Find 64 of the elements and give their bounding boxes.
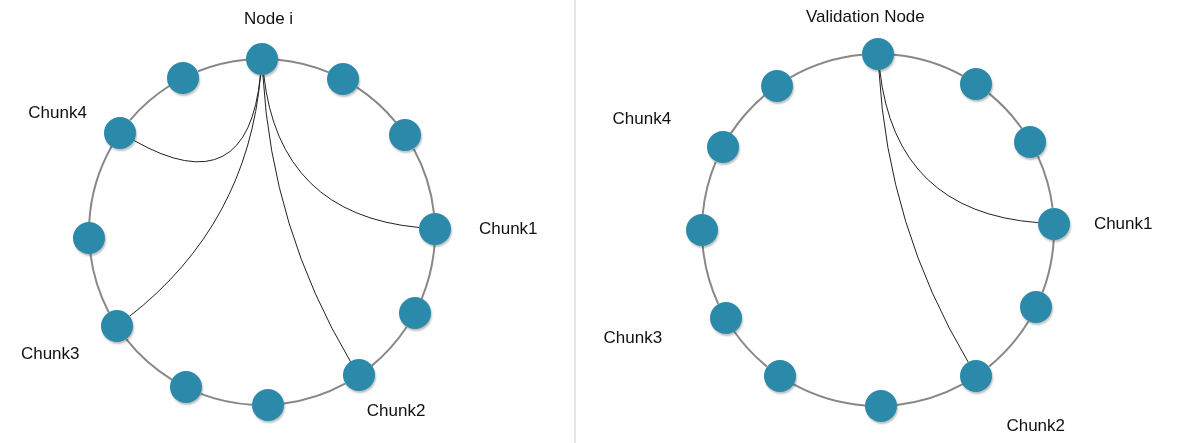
node-circle: [1037, 207, 1070, 240]
ring-arc: [277, 58, 330, 74]
ring-arc: [129, 84, 171, 122]
ring-arc: [988, 92, 1023, 130]
ring-arc: [733, 330, 768, 368]
ring-arc: [1036, 155, 1054, 209]
ring-arc: [412, 147, 435, 214]
node-circle: [342, 359, 375, 392]
node-label: Chunk4: [28, 102, 87, 123]
ring-arc: [789, 53, 863, 79]
node-circle: [960, 359, 993, 392]
ring-arc: [729, 94, 766, 135]
node-circle: [960, 68, 993, 101]
node-circle: [170, 371, 203, 404]
ring-arc: [988, 320, 1030, 368]
node-circle: [865, 389, 898, 422]
connection-curve: [129, 74, 262, 317]
node-label: Validation Node: [806, 7, 925, 27]
connection-curve: [262, 74, 352, 363]
node-circle: [252, 388, 285, 421]
node-circle: [73, 222, 106, 255]
ring-arc: [896, 383, 964, 406]
ring-arc: [1041, 238, 1055, 294]
connection-curve: [133, 74, 261, 163]
ring-arc: [792, 383, 867, 407]
ring-arc: [283, 382, 347, 405]
node-label: Chunk1: [478, 218, 538, 239]
node-circle: [418, 212, 451, 245]
node-circle: [763, 359, 796, 392]
node-circle: [389, 119, 422, 152]
connection-curve: [263, 74, 420, 228]
node-circle: [862, 38, 894, 70]
node-circle: [104, 116, 137, 149]
node-circle: [706, 131, 739, 164]
ring-arc: [89, 253, 110, 314]
connection-curve: [879, 69, 1039, 224]
node-label: Chunk2: [366, 401, 426, 422]
ring-arc: [420, 243, 436, 300]
node-circle: [1014, 126, 1047, 158]
ring-arc: [199, 392, 254, 406]
ring-arc: [125, 338, 174, 381]
ring-arc: [893, 53, 964, 77]
node-label: Chunk3: [20, 344, 80, 365]
ring-arc: [701, 245, 720, 305]
node-label: Node i: [244, 9, 294, 29]
connection-curve: [878, 69, 969, 363]
ring-arc: [370, 326, 408, 367]
node-circle: [398, 297, 431, 330]
node-circle: [709, 302, 742, 334]
node-label: Chunk3: [603, 328, 663, 348]
node-label: Chunk4: [612, 109, 672, 130]
node-circle: [246, 43, 278, 75]
ring-arc: [88, 145, 113, 224]
node-circle: [761, 69, 794, 102]
node-circle: [167, 61, 200, 94]
ring-arc: [356, 86, 397, 124]
ring-arc: [701, 160, 717, 215]
node-circle: [100, 310, 133, 343]
node-circle: [1020, 291, 1053, 324]
ring-arc: [197, 58, 247, 73]
node-circle: [327, 63, 360, 96]
node-label: Chunk1: [1093, 213, 1153, 234]
node-circle: [686, 214, 718, 246]
node-label: Chunk2: [1006, 415, 1065, 436]
